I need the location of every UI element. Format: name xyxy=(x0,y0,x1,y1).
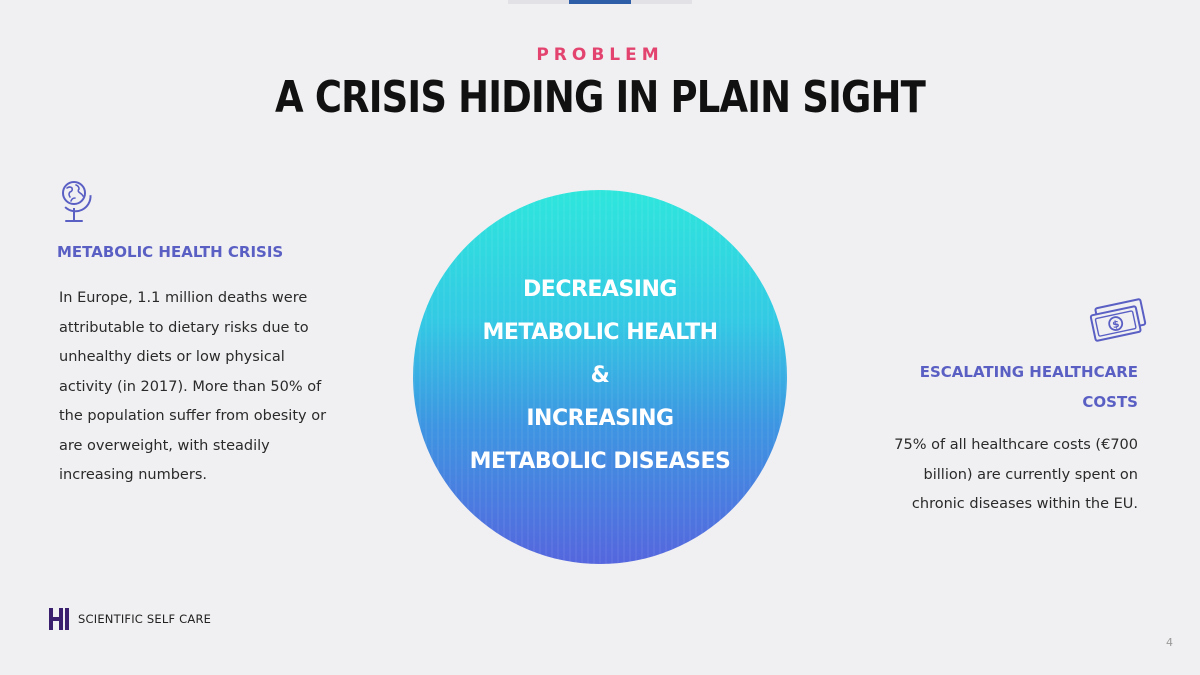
progress-tab-active xyxy=(569,0,631,4)
slide-progress-tabs xyxy=(508,0,692,4)
escalating-costs-text: 75% of all healthcare costs (€700 billio… xyxy=(878,431,1138,520)
escalating-costs-heading: ESCALATING HEALTHCARE COSTS xyxy=(878,357,1138,417)
body-line: billion) are currently spent on xyxy=(923,466,1138,483)
body-line: 75% of all healthcare costs (€700 xyxy=(894,437,1138,453)
circle-statement: DECREASING METABOLIC HEALTH & INCREASING… xyxy=(420,268,780,483)
metabolic-health-crisis-heading: METABOLIC HEALTH CRISIS xyxy=(57,243,284,261)
circle-line: INCREASING xyxy=(526,406,674,431)
body-line: unhealthy diets or low physical xyxy=(59,349,285,365)
circle-line: & xyxy=(590,363,610,388)
body-line: attributable to dietary risks due to xyxy=(59,319,309,336)
page-number: 4 xyxy=(1166,636,1173,649)
body-line: In Europe, 1.1 million deaths were xyxy=(59,290,308,306)
body-line: activity (in 2017). More than 50% of xyxy=(59,378,322,395)
slide-title: A CRISIS HIDING IN PLAIN SIGHT xyxy=(275,72,926,123)
body-line: the population suffer from obesity or xyxy=(59,408,327,424)
progress-tab xyxy=(508,0,570,4)
heading-line: ESCALATING HEALTHCARE xyxy=(919,363,1138,381)
progress-tab xyxy=(630,0,692,4)
circle-line: METABOLIC HEALTH xyxy=(482,320,719,345)
brand-logo xyxy=(49,608,69,630)
body-line: chronic diseases within the EU. xyxy=(911,496,1138,512)
heading-line: COSTS xyxy=(1082,393,1138,411)
svg-text:$: $ xyxy=(1111,319,1120,331)
money-icon: $ xyxy=(1089,298,1147,342)
body-line: increasing numbers. xyxy=(59,467,207,483)
circle-line: DECREASING xyxy=(523,277,677,302)
brand-name: SCIENTIFIC SELF CARE xyxy=(78,612,212,626)
metabolic-health-crisis-text: In Europe, 1.1 million deaths were attri… xyxy=(59,284,341,491)
circle-line: METABOLIC DISEASES xyxy=(469,449,731,474)
body-line: are overweight, with steadily xyxy=(59,437,270,454)
globe-icon xyxy=(62,181,92,222)
section-eyebrow: PROBLEM xyxy=(536,45,664,65)
gradient-circle xyxy=(413,190,787,564)
